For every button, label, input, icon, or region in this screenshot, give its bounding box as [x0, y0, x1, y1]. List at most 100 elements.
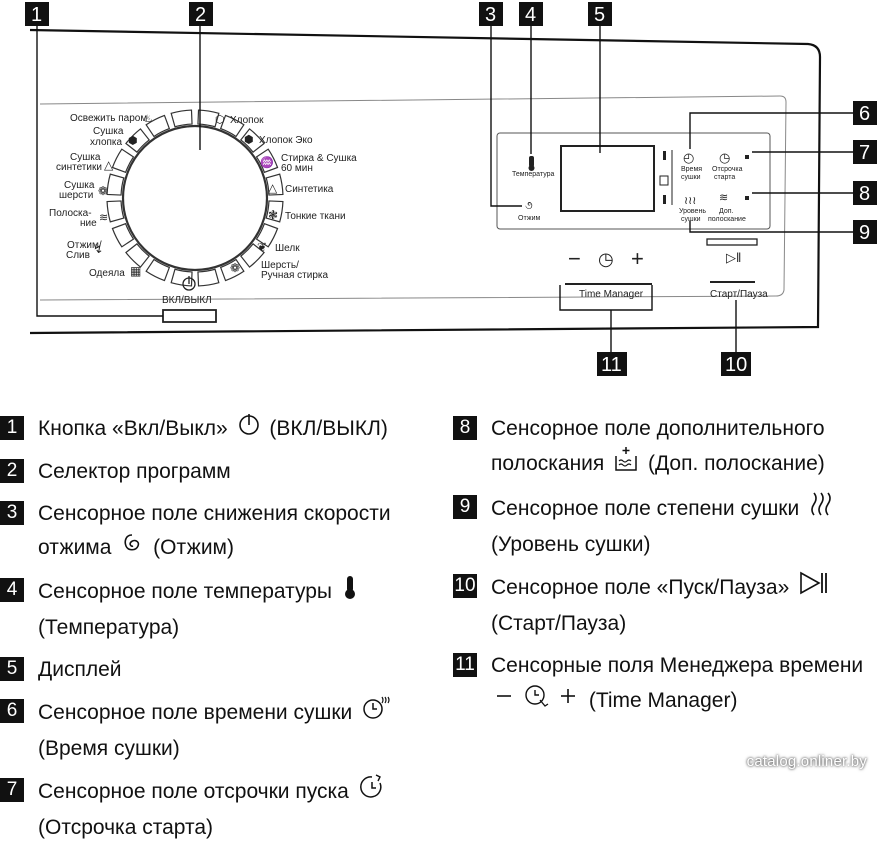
program-rinse-2: ние	[80, 218, 97, 229]
program-synthetics: Синтетика	[285, 184, 334, 195]
legend-item-7: 7 Сенсорное поле отсрочки пуска (Отсрочк…	[0, 774, 430, 845]
legend-item-3: 3 Сенсорное поле снижения скорости отжим…	[0, 497, 430, 566]
program-cotton-dry-2: хлопка	[90, 137, 123, 148]
callout-9: 9	[853, 220, 877, 244]
control-panel-diagram: Освежить паром ♨ ⬡ Хлопок Сушка хлопка ⬢…	[25, 2, 877, 376]
delay-indicator	[745, 155, 749, 159]
svg-text:5: 5	[594, 4, 605, 26]
cotton-eco-icon: ⬢	[244, 134, 254, 146]
dial-segment	[265, 200, 284, 223]
control-area-frame	[496, 132, 771, 230]
program-wool-2: Ручная стирка	[261, 270, 328, 281]
program-wool-dry-1: Сушка	[64, 180, 95, 191]
program-selector[interactable]	[106, 109, 284, 287]
callout-2: 2	[189, 2, 213, 26]
dry-time-label-2: сушки	[681, 174, 701, 181]
program-rinse-1: Полоска-	[49, 208, 92, 219]
dry-time-button[interactable]: ◴	[683, 150, 694, 165]
program-cotton-dry-1: Сушка	[93, 126, 124, 137]
program-wash-dry-1: Стирка & Сушка	[281, 153, 357, 164]
svg-text:8: 8	[859, 183, 870, 205]
leader-lines	[36, 24, 853, 352]
start-pause-top-strip	[706, 238, 758, 246]
svg-text:10: 10	[725, 354, 747, 376]
dial-segment	[145, 114, 171, 138]
program-synth-dry-2: синтетики	[56, 162, 102, 173]
legend-item-10: 10 Сенсорное поле «Пуск/Пауза» (Старт/Па…	[453, 570, 873, 641]
program-synth-dry-1: Сушка	[70, 152, 101, 163]
dry-level-button[interactable]: ≀≀≀	[684, 195, 696, 207]
program-spin-2: Слив	[66, 250, 90, 261]
callout-4: 4	[519, 2, 543, 26]
watermark: catalog.onliner.by	[746, 753, 867, 770]
callout-7: 7	[853, 140, 877, 164]
legend-item-8: 8 Сенсорное поле дополнительного полоска…	[453, 412, 873, 483]
time-manager-label: Time Manager	[579, 289, 644, 300]
dial-segment	[106, 200, 125, 223]
legend-item-6: 6 Сенсорное поле времени сушки (Время су…	[0, 695, 430, 766]
svg-text:3: 3	[485, 4, 496, 26]
spin-drain-icon: ↯	[93, 242, 103, 256]
extra-rinse-label-1: Доп.	[719, 208, 734, 215]
power-icon	[238, 412, 260, 447]
rinse-icon: ≋	[99, 212, 108, 224]
start-pause-button[interactable]: ▷‖	[726, 250, 741, 265]
dial-segment	[170, 109, 193, 128]
spin-button[interactable]: ૭	[525, 200, 533, 212]
delay-button[interactable]: ◷	[719, 150, 730, 165]
spin-icon	[121, 531, 143, 566]
callout-8: 8	[853, 181, 877, 205]
synthetics-icon: △	[268, 181, 278, 195]
panel-inner-outline	[39, 95, 787, 301]
dial-segment	[111, 148, 135, 174]
time-manager-minus-button[interactable]: −	[568, 246, 581, 271]
legend-item-2: 2 Селектор программ	[0, 455, 430, 489]
temperature-label: Температура	[512, 171, 555, 178]
extra-rinse-icon	[614, 446, 638, 483]
legend-item-9: 9 Сенсорное поле степени сушки (Уровень …	[453, 491, 873, 562]
program-delicates: Тонкие ткани	[285, 211, 346, 222]
dry-level-icon	[809, 491, 833, 528]
dial-segment	[125, 243, 150, 268]
program-cotton-eco: Хлопок Эко	[259, 135, 313, 146]
time-manager-clock-icon: ◷	[598, 249, 614, 269]
extra-rinse-button[interactable]: ≋	[719, 192, 728, 204]
delay-label-1: Отсрочка	[712, 166, 743, 173]
steam-icon: ♨	[143, 113, 153, 125]
temperature-button[interactable]	[528, 156, 535, 171]
svg-text:4: 4	[525, 4, 536, 26]
program-blankets: Одеяла	[89, 268, 125, 279]
dry-time-icon	[362, 695, 390, 732]
time-manager-plus-button[interactable]: +	[631, 246, 644, 271]
start-pause-label: Старт/Пауза	[710, 289, 768, 300]
legend-item-4: 4 Сенсорное поле температуры (Температур…	[0, 574, 430, 645]
callout-6: 6	[853, 101, 877, 125]
thermometer-icon	[342, 574, 358, 611]
dry-level-label-1: Уровень	[679, 208, 706, 215]
dial-segment	[219, 258, 245, 282]
legend-item-11: 11 Сенсорные поля Менеджера времени (Tim…	[453, 649, 873, 720]
cotton-dry-icon: ⬢	[128, 135, 138, 147]
dial-segment	[197, 268, 220, 287]
synth-dry-icon: △	[104, 158, 114, 172]
callout-10: 10	[721, 352, 751, 376]
extra-rinse-indicator	[745, 196, 749, 200]
delicates-icon: ❃	[268, 208, 278, 222]
dial-segment	[265, 173, 284, 196]
start-pause-icon	[799, 570, 829, 607]
dry-level-label-2: сушки	[681, 216, 701, 223]
display	[560, 145, 655, 212]
program-spin-1: Отжим/	[67, 240, 102, 251]
program-silk: Шелк	[275, 243, 300, 254]
legend-item-1: 1 Кнопка «Вкл/Выкл» (ВКЛ/ВЫКЛ)	[0, 412, 430, 447]
program-cotton: Хлопок	[230, 115, 264, 126]
dial-segment	[111, 222, 135, 248]
wool-dry-icon: ❁	[98, 184, 108, 198]
callout-3: 3	[479, 2, 503, 26]
dial-segment	[255, 148, 279, 174]
svg-text:6: 6	[859, 103, 870, 125]
svg-text:7: 7	[859, 142, 870, 164]
svg-text:9: 9	[859, 222, 870, 244]
program-wash-dry-2: 60 мин	[281, 163, 313, 174]
time-manager-icon	[495, 683, 579, 720]
